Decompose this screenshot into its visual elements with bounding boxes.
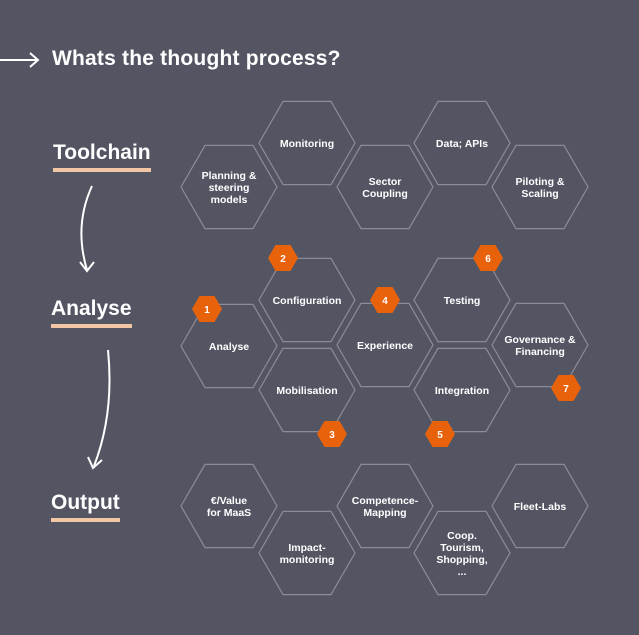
hex-outline (180, 144, 278, 230)
hex-label: Configuration (273, 295, 342, 307)
hex-outline (413, 510, 511, 596)
hex-outline (258, 510, 356, 596)
badge-number: 2 (280, 254, 286, 265)
stage-label-toolchain: Toolchain (53, 141, 151, 172)
badge-number: 5 (437, 430, 443, 441)
hex-label: monitoring (280, 554, 335, 566)
hex-outline (180, 463, 278, 549)
badge-number: 3 (329, 430, 335, 441)
hex-configuration: Configuration (258, 257, 356, 343)
hex-label: Tourism, (440, 542, 484, 554)
badge-number: 7 (563, 384, 569, 395)
hex-label: Coop. (447, 530, 477, 542)
step-badge-2: 2 (268, 245, 298, 271)
badge-hex (551, 375, 581, 401)
badge-number: 4 (382, 296, 388, 307)
hex-outline (336, 463, 434, 549)
badge-hex (317, 421, 347, 447)
hex-mobilisation: Mobilisation (258, 347, 356, 433)
step-badge-4: 4 (370, 287, 400, 313)
hex-label: €/Value (211, 495, 247, 507)
hex-label: Impact- (288, 542, 326, 554)
hex-analyse: Analyse (180, 303, 278, 389)
toolchain-hexes: Planning &steeringmodelsMonitoringSector… (180, 100, 589, 230)
hex-competence: Competence-Mapping (336, 463, 434, 549)
hex-label: for MaaS (207, 507, 251, 519)
hex-label: Experience (357, 340, 413, 352)
badge-hex (268, 245, 298, 271)
hex-label: Planning & (202, 170, 257, 182)
hex-outline (413, 347, 511, 433)
hex-label: Testing (444, 295, 481, 307)
hex-piloting: Piloting &Scaling (491, 144, 589, 230)
page-title: Whats the thought process? (52, 47, 341, 70)
badge-number: 6 (485, 254, 491, 265)
step-badges: 1 2 3 4 5 6 7 (192, 245, 581, 447)
hex-label: Piloting & (516, 176, 565, 188)
hex-outline (491, 463, 589, 549)
hex-label: Analyse (209, 341, 249, 353)
hex-label: Shopping, (436, 554, 487, 566)
step-badge-6: 6 (473, 245, 503, 271)
hex-outline (491, 144, 589, 230)
hex-label: Coupling (362, 188, 408, 200)
badge-hex (473, 245, 503, 271)
hex-label: Data; APIs (436, 138, 488, 150)
badge-hex (370, 287, 400, 313)
step-badge-7: 7 (551, 375, 581, 401)
hex-impact: Impact-monitoring (258, 510, 356, 596)
hex-label: Mapping (363, 507, 406, 519)
badge-hex (425, 421, 455, 447)
hex-coop: Coop.Tourism,Shopping,... (413, 510, 511, 596)
hex-label: Sector (369, 176, 402, 188)
hex-label: Integration (435, 385, 489, 397)
hex-label: Governance & (504, 334, 576, 346)
hex-label: Financing (515, 346, 565, 358)
hex-monitoring: Monitoring (258, 100, 356, 186)
hex-outline (258, 100, 356, 186)
hex-label: models (211, 194, 248, 206)
stage-label-analyse: Analyse (51, 297, 132, 328)
hex-outline (258, 257, 356, 343)
hex-label: Competence- (352, 495, 419, 507)
title-arrow-icon (0, 52, 40, 68)
step-badge-5: 5 (425, 421, 455, 447)
hex-label: steering (209, 182, 250, 194)
hex-data: Data; APIs (413, 100, 511, 186)
hex-outline (336, 144, 434, 230)
stage-label-output: Output (51, 491, 120, 522)
hex-outline (180, 303, 278, 389)
hex-label: Fleet-Labs (514, 501, 567, 513)
hex-experience: Experience (336, 302, 434, 388)
hex-fleet: Fleet-Labs (491, 463, 589, 549)
hex-outline (413, 100, 511, 186)
hex-governance: Governance &Financing (491, 302, 589, 388)
hex-outline (336, 302, 434, 388)
hex-testing: Testing (413, 257, 511, 343)
hex-label: Monitoring (280, 138, 334, 150)
hex-label: ... (458, 566, 467, 578)
step-badge-3: 3 (317, 421, 347, 447)
hex-label: Mobilisation (276, 385, 337, 397)
hex-integration: Integration (413, 347, 511, 433)
step-badge-1: 1 (192, 296, 222, 322)
badge-number: 1 (204, 305, 210, 316)
badge-hex (192, 296, 222, 322)
hex-label: Scaling (521, 188, 558, 200)
